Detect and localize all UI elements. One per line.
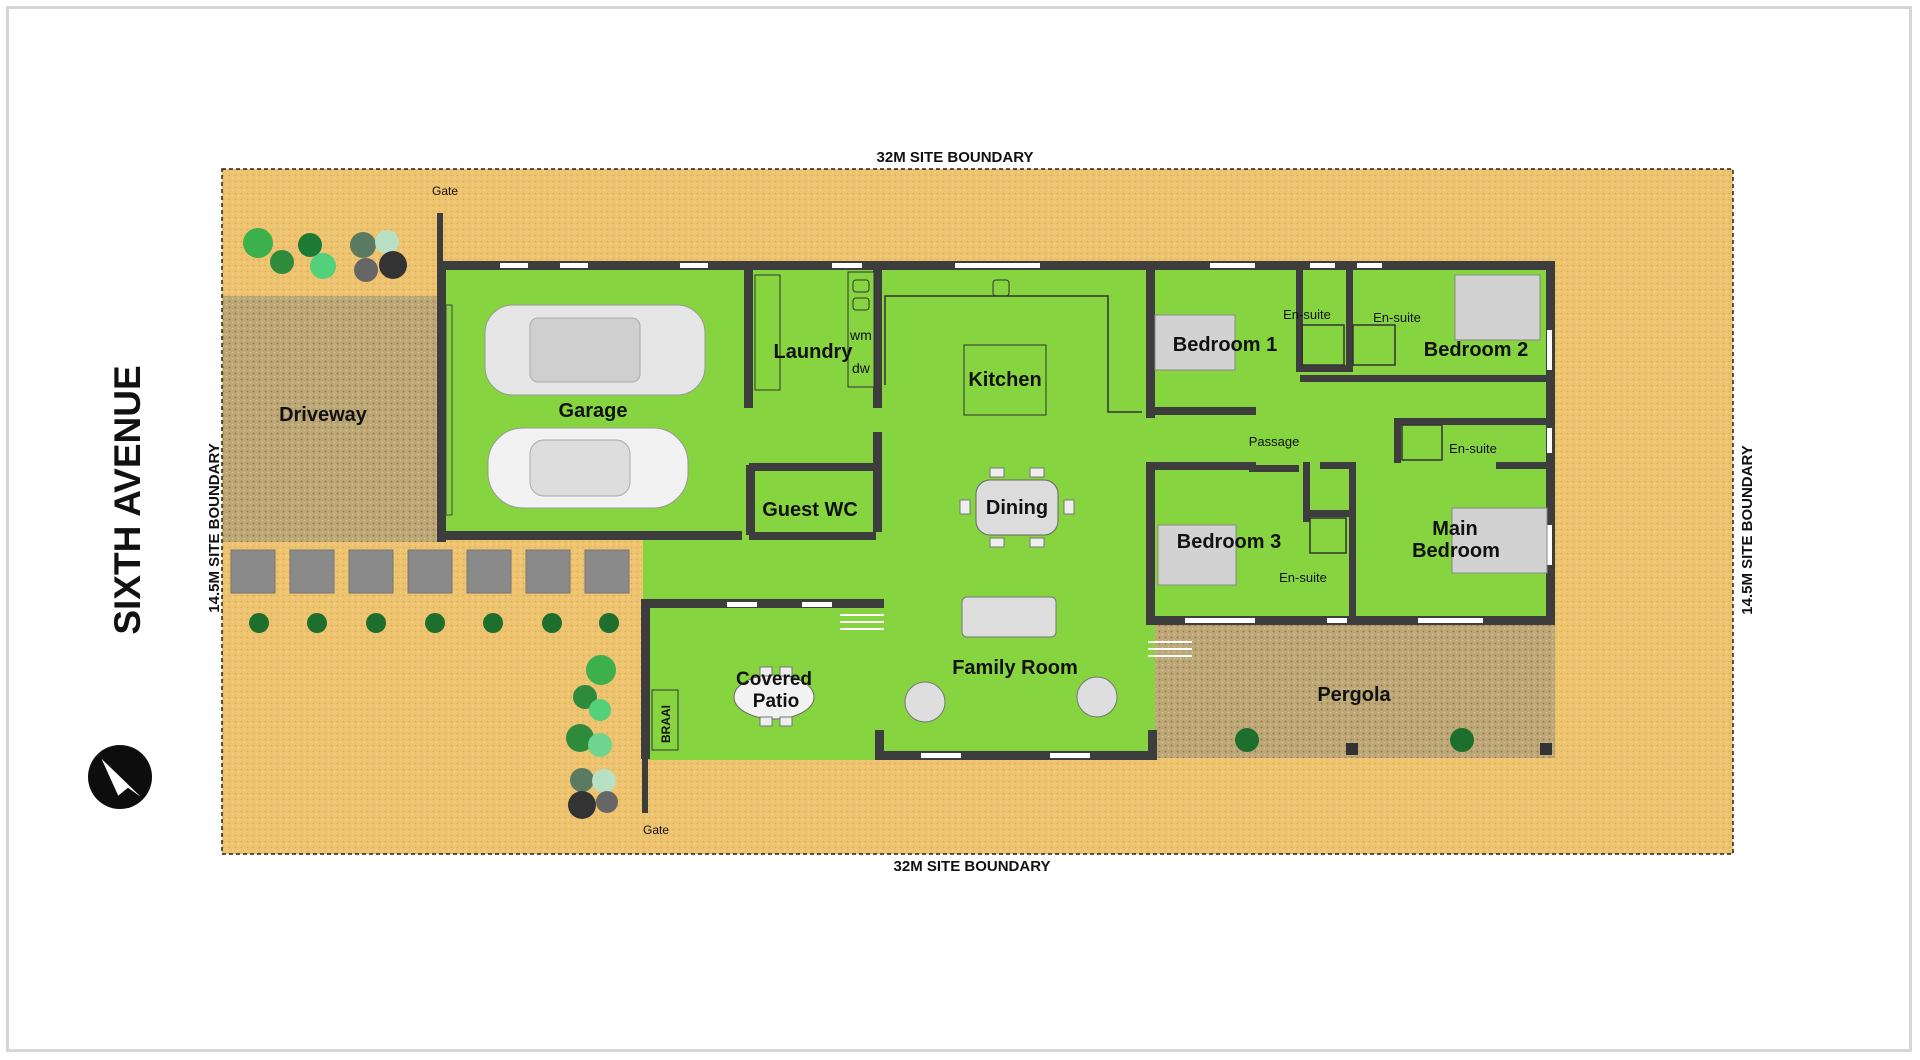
room-label-passage: Passage xyxy=(1249,434,1300,449)
gate-post xyxy=(642,755,648,813)
braai-unit xyxy=(651,689,679,751)
grass-tufts xyxy=(249,613,1474,752)
pergola-area xyxy=(1155,625,1555,758)
car-suv-icon xyxy=(484,304,706,396)
room-label-dining: Dining xyxy=(986,497,1048,519)
armchair-icon xyxy=(904,681,946,723)
kitchen-counter xyxy=(884,295,1142,413)
room-label-main-bedroom-line2: Bedroom xyxy=(1412,540,1500,562)
compass-north-arrow-icon xyxy=(88,745,152,809)
paving-stones xyxy=(230,549,630,594)
room-label-pergola: Pergola xyxy=(1317,684,1391,706)
room-label-bedroom-1: Bedroom 1 xyxy=(1173,334,1277,356)
car-sedan-icon xyxy=(487,427,689,509)
driveway-area xyxy=(223,296,437,542)
appliance-label-dw: dw xyxy=(852,360,871,376)
gate-post xyxy=(437,213,443,268)
pergola-post xyxy=(1540,743,1552,755)
room-label-driveway: Driveway xyxy=(279,404,368,426)
room-label-braai: BRAAI xyxy=(659,705,673,743)
shrubs xyxy=(243,228,618,819)
bed-icon xyxy=(1157,524,1237,586)
boundary-left-label: 14.5M SITE BOUNDARY xyxy=(206,443,223,612)
room-label-bedroom-2: Bedroom 2 xyxy=(1424,339,1528,361)
laundry-sink-icon xyxy=(852,297,870,311)
room-label-bedroom-3: Bedroom 3 xyxy=(1177,531,1281,553)
kitchen-island xyxy=(963,344,1047,416)
armchair-icon xyxy=(1076,676,1118,718)
room-label-covered-patio-line1: Covered xyxy=(736,669,812,690)
room-label-main-bedroom-line1: Main xyxy=(1432,518,1478,540)
steps xyxy=(840,614,1192,657)
laundry-sink-icon xyxy=(852,279,870,293)
laundry-cupboard xyxy=(754,274,781,391)
room-label-ensuite-b: En-suite xyxy=(1373,310,1421,325)
appliance-label-wm: wm xyxy=(849,327,872,343)
gate-label-top: Gate xyxy=(432,184,458,198)
room-label-garage: Garage xyxy=(559,400,628,422)
street-name: SIXTH AVENUE xyxy=(107,365,148,634)
bed-icon xyxy=(1454,274,1541,341)
room-label-ensuite-a: En-suite xyxy=(1283,307,1331,322)
room-label-laundry: Laundry xyxy=(774,341,854,363)
dining-table-icon xyxy=(959,467,1075,548)
room-label-ensuite-d: En-suite xyxy=(1279,570,1327,585)
bed-icon xyxy=(1451,507,1548,574)
boundary-bottom-label: 32M SITE BOUNDARY xyxy=(894,858,1051,875)
windows xyxy=(500,263,1552,758)
shower-cubicles xyxy=(1301,324,1443,554)
boundary-top-label: 32M SITE BOUNDARY xyxy=(877,149,1034,166)
laundry-counter xyxy=(847,271,875,388)
room-label-family-room: Family Room xyxy=(952,657,1078,679)
boundary-right-label: 14.5M SITE BOUNDARY xyxy=(1739,445,1756,614)
room-label-guest-wc: Guest WC xyxy=(762,499,858,521)
patio-table-icon xyxy=(733,666,815,727)
gate-label-bottom: Gate xyxy=(643,823,669,837)
room-label-covered-patio-line2: Patio xyxy=(753,691,799,712)
room-label-kitchen: Kitchen xyxy=(968,369,1041,391)
bed-icon xyxy=(1154,314,1236,371)
garage-door xyxy=(445,304,453,516)
pergola-post xyxy=(1346,743,1358,755)
room-label-ensuite-c: En-suite xyxy=(1449,441,1497,456)
sofa-icon xyxy=(961,596,1057,638)
stove-icon xyxy=(992,279,1010,297)
